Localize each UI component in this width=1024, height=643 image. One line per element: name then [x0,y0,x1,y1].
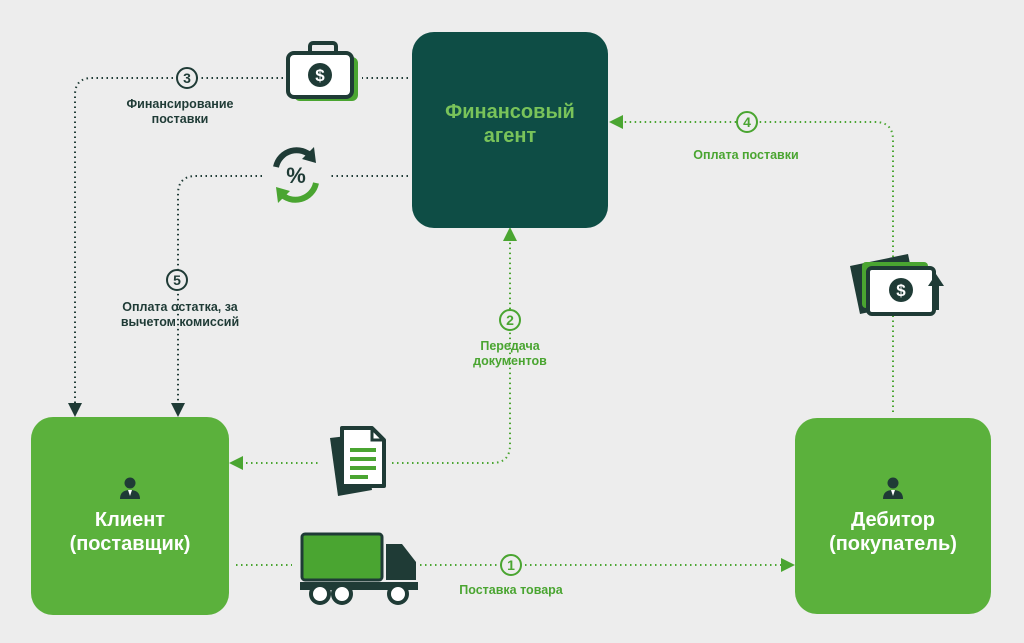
step-1-label: Поставка товара [459,583,563,597]
step-3-marker: 3 [176,67,198,89]
step-3-label: Финансирование поставки [126,97,234,126]
debtor-title: Дебитор (покупатель) [829,509,957,555]
documents-icon [330,426,386,496]
financial-agent-title: Финансовый агент [445,101,575,147]
step-1-marker: 1 [500,554,522,576]
connector-step-4 [609,115,894,412]
financial-agent-box: Финансовый агент [412,32,608,228]
svg-text:$: $ [896,281,906,300]
person-icon [120,477,140,499]
briefcase-dollar-icon: $ [286,41,358,101]
connector-step-5 [178,175,408,410]
person-icon [883,477,903,499]
client-title: Клиент (поставщик) [69,509,191,555]
client-box: Клиент (поставщик) [31,417,229,615]
connector-step-3 [75,77,408,410]
step-4-marker: 4 [736,111,758,133]
step-2-label: Передача документов [473,339,547,368]
svg-text:$: $ [315,66,325,85]
step-4-label: Оплата поставки [693,148,799,162]
step-5-label: Оплата остатка, за вычетом комиссий [120,300,240,329]
truck-icon [300,532,418,605]
cash-arrow-up-icon: $ [850,254,944,316]
percent-cycle-icon: % [273,147,319,203]
debtor-box: Дебитор (покупатель) [795,418,991,614]
svg-text:%: % [286,163,306,188]
step-5-marker: 5 [166,269,188,291]
step-2-marker: 2 [499,309,521,331]
connector-step-2 [236,234,510,463]
